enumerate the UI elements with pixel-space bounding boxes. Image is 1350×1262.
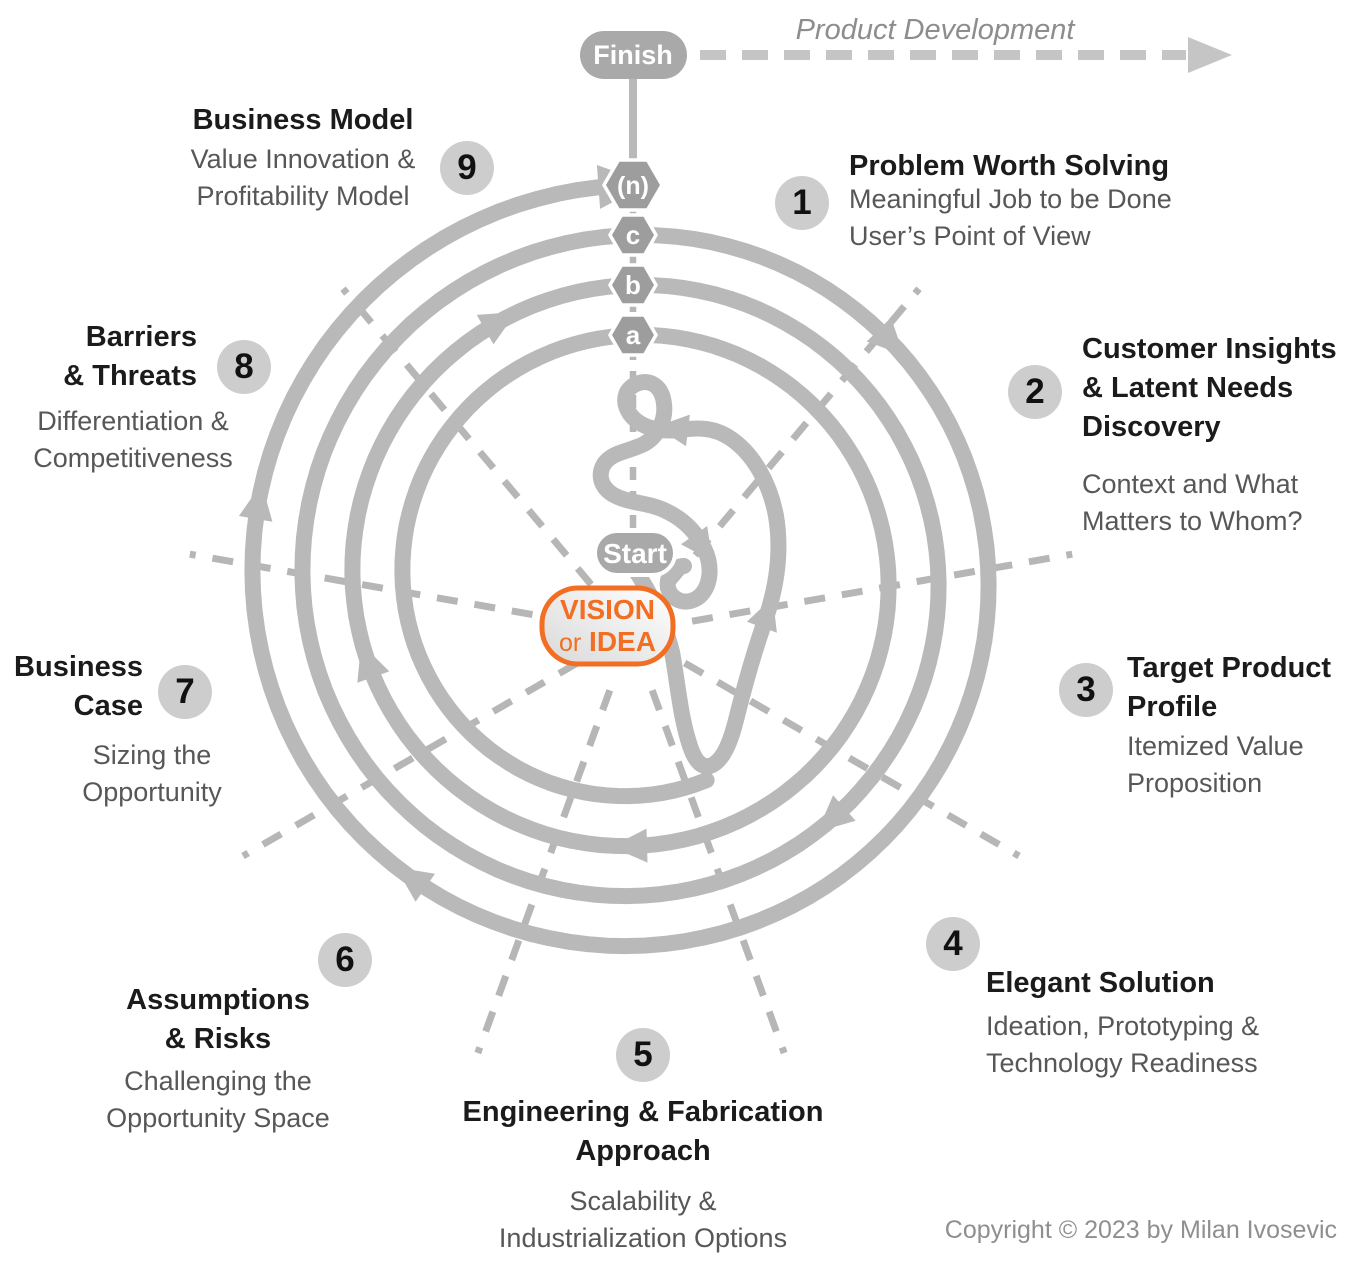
- vision-idea-box: [539, 585, 676, 667]
- axis-hexagon-label: b: [625, 270, 641, 300]
- flow-arrowhead-icon: [866, 317, 904, 356]
- axis-hexagon-marker: [607, 313, 659, 357]
- finish-label: Finish: [593, 40, 673, 70]
- axis-hexagon-marker: [607, 263, 659, 307]
- sector-divider-line: [682, 659, 1021, 860]
- axis-hexagon-marker: [607, 213, 659, 257]
- spiral-path: [244, 179, 997, 955]
- start-pill: [593, 529, 677, 577]
- flow-arrowhead-icon: [681, 526, 713, 562]
- flow-arrowhead-icon: [746, 597, 777, 633]
- product-development-arrowhead-icon: [1188, 37, 1232, 73]
- flow-arrowhead-icon: [817, 795, 856, 832]
- sector-divider-line: [648, 689, 788, 1055]
- finish-pill: [580, 31, 687, 79]
- flow-arrowhead-icon: [476, 311, 517, 345]
- doodle-scribble-path: [592, 374, 787, 775]
- flow-arrowhead-icon: [357, 643, 390, 683]
- start-label: Start: [603, 538, 667, 569]
- axis-hexagon-label: a: [626, 320, 641, 350]
- sector-divider-line: [241, 659, 580, 860]
- flow-arrowhead-icon: [656, 414, 690, 447]
- axis-hexagon-marker: [601, 158, 665, 212]
- flow-arrowhead-icon: [395, 867, 435, 902]
- axis-hexagon-label: (n): [617, 172, 649, 200]
- flow-arrowhead-icon: [238, 483, 273, 522]
- axis-hexagon-label: c: [626, 220, 640, 250]
- sector-divider-line: [340, 286, 594, 587]
- sector-divider-line: [474, 689, 614, 1055]
- flow-arrowhead-icon: [611, 828, 648, 863]
